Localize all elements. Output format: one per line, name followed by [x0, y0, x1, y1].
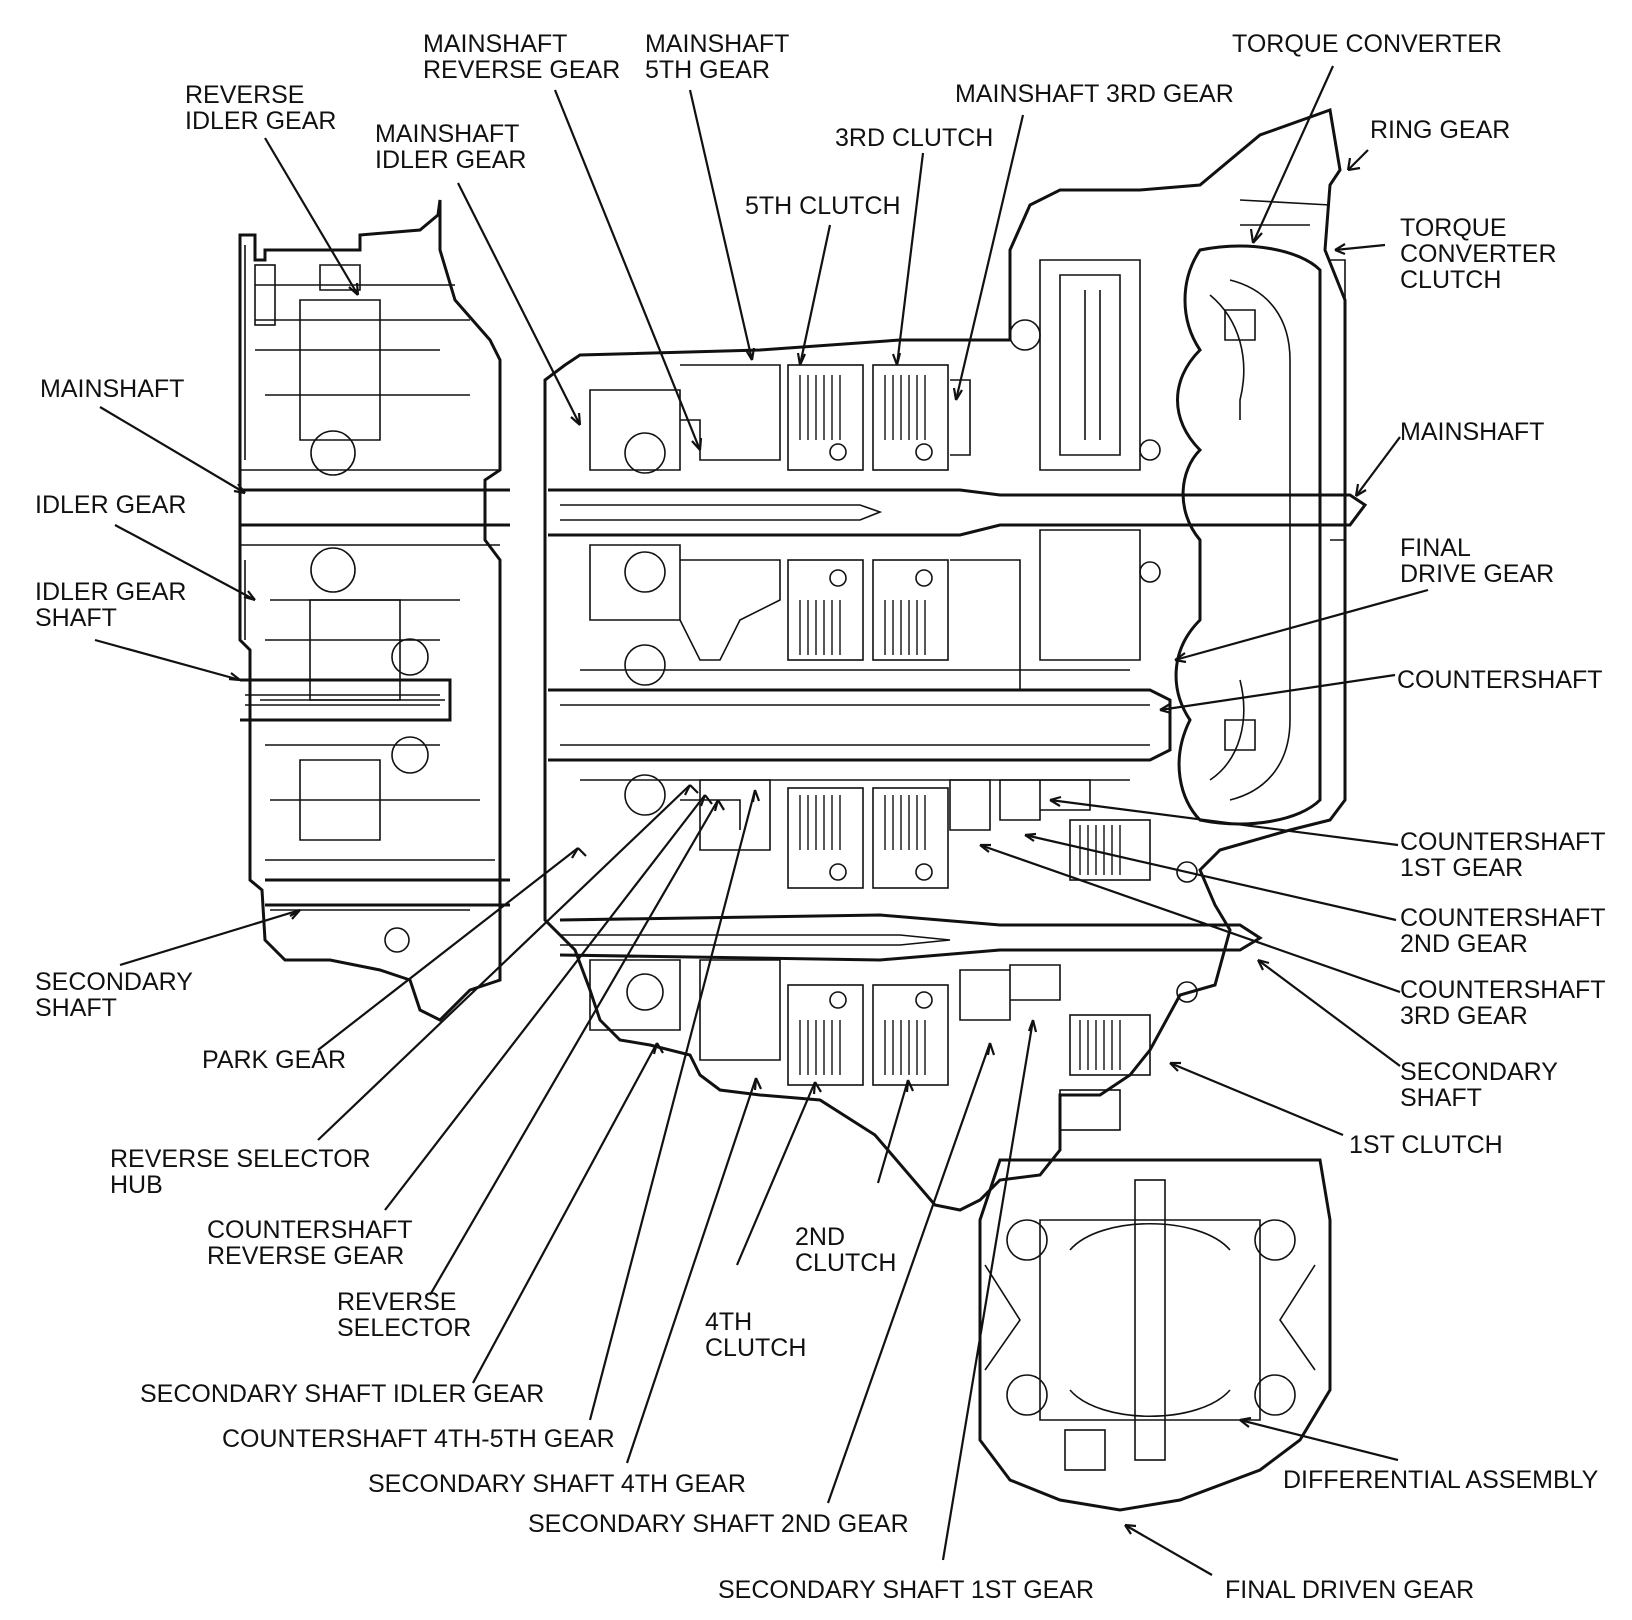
- label-mainshaft-3rd-gear: MAINSHAFT 3RD GEAR: [955, 80, 1234, 108]
- lower-clutch-packs: [787, 787, 949, 1086]
- label-secondary-shaft-1st-gear: SECONDARY SHAFT 1ST GEAR: [718, 1576, 1094, 1604]
- label-secondary-shaft-2nd-gear: SECONDARY SHAFT 2ND GEAR: [528, 1510, 909, 1538]
- label-countershaft-3rd-gear-2: 3RD GEAR: [1400, 1002, 1528, 1030]
- label-mainshaft-5th-gear-2: 5TH GEAR: [645, 56, 770, 84]
- torque-converter: [1174, 244, 1322, 826]
- label-reverse-selector-1: REVERSE: [337, 1288, 456, 1316]
- label-reverse-idler-gear-2: IDLER GEAR: [185, 107, 336, 135]
- label-reverse-selector-2: SELECTOR: [337, 1314, 471, 1342]
- label-reverse-selector-hub-1: REVERSE SELECTOR: [110, 1145, 371, 1173]
- label-torque-converter-clutch-1: TORQUE: [1400, 214, 1507, 242]
- label-mainshaft-right: MAINSHAFT: [1400, 418, 1544, 446]
- label-torque-converter-clutch-2: CONVERTER: [1400, 240, 1557, 268]
- label-countershaft-1st-gear-1: COUNTERSHAFT: [1400, 828, 1606, 856]
- transmission-drawing: [238, 107, 1368, 1512]
- label-final-driven-gear: FINAL DRIVEN GEAR: [1225, 1576, 1474, 1604]
- callout-labels: TORQUE CONVERTER RING GEAR TORQUE CONVER…: [35, 30, 1606, 1604]
- label-countershaft: COUNTERSHAFT: [1397, 666, 1603, 694]
- label-mainshaft-reverse-gear-2: REVERSE GEAR: [423, 56, 620, 84]
- label-secondary-shaft-4th-gear: SECONDARY SHAFT 4TH GEAR: [368, 1470, 746, 1498]
- label-countershaft-3rd-gear-1: COUNTERSHAFT: [1400, 976, 1606, 1004]
- label-2nd-clutch-2: CLUTCH: [795, 1249, 896, 1277]
- label-countershaft-reverse-gear-1: COUNTERSHAFT: [207, 1216, 413, 1244]
- label-4th-clutch-2: CLUTCH: [705, 1334, 806, 1362]
- label-countershaft-2nd-gear-1: COUNTERSHAFT: [1400, 904, 1606, 932]
- label-ring-gear: RING GEAR: [1370, 116, 1510, 144]
- label-countershaft-reverse-gear-2: REVERSE GEAR: [207, 1242, 404, 1270]
- idler-gear-shaft: [240, 678, 452, 722]
- label-secondary-shaft-right-2: SHAFT: [1400, 1084, 1482, 1112]
- label-countershaft-4th-5th-gear: COUNTERSHAFT 4TH-5TH GEAR: [222, 1425, 615, 1453]
- label-differential-assembly: DIFFERENTIAL ASSEMBLY: [1283, 1466, 1599, 1494]
- label-4th-clutch-1: 4TH: [705, 1308, 752, 1336]
- label-park-gear: PARK GEAR: [202, 1046, 346, 1074]
- label-secondary-shaft-idler-gear: SECONDARY SHAFT IDLER GEAR: [140, 1380, 544, 1408]
- label-mainshaft-reverse-gear-1: MAINSHAFT: [423, 30, 567, 58]
- leader-lines: [94, 65, 1429, 1576]
- label-countershaft-2nd-gear-2: 2ND GEAR: [1400, 930, 1528, 958]
- upper-clutch-packs: [787, 364, 949, 661]
- differential-drawing: [978, 1089, 1332, 1512]
- label-3rd-clutch: 3RD CLUTCH: [835, 124, 993, 152]
- label-torque-converter: TORQUE CONVERTER: [1232, 30, 1502, 58]
- label-mainshaft-left: MAINSHAFT: [40, 375, 184, 403]
- label-reverse-selector-hub-2: HUB: [110, 1171, 163, 1199]
- main-case: [543, 107, 1347, 1212]
- label-5th-clutch: 5TH CLUTCH: [745, 192, 901, 220]
- label-final-drive-gear-1: FINAL: [1400, 534, 1471, 562]
- label-mainshaft-idler-gear-2: IDLER GEAR: [375, 146, 526, 174]
- label-torque-converter-clutch-3: CLUTCH: [1400, 266, 1501, 294]
- label-countershaft-1st-gear-2: 1ST GEAR: [1400, 854, 1523, 882]
- first-clutch-pack: [1069, 819, 1151, 1076]
- label-secondary-shaft-left-1: SECONDARY: [35, 968, 193, 996]
- label-reverse-idler-gear-1: REVERSE: [185, 81, 304, 109]
- label-idler-gear: IDLER GEAR: [35, 491, 186, 519]
- label-mainshaft-idler-gear-1: MAINSHAFT: [375, 120, 519, 148]
- idler-housing: [238, 199, 502, 1022]
- mainshaft: [240, 488, 1368, 537]
- label-2nd-clutch-1: 2ND: [795, 1223, 845, 1251]
- label-final-drive-gear-2: DRIVE GEAR: [1400, 560, 1554, 588]
- label-idler-gear-shaft-1: IDLER GEAR: [35, 578, 186, 606]
- label-1st-clutch: 1ST CLUTCH: [1349, 1131, 1503, 1159]
- secondary-shaft: [265, 878, 1263, 962]
- countershaft: [548, 688, 1172, 762]
- label-mainshaft-5th-gear-1: MAINSHAFT: [645, 30, 789, 58]
- label-idler-gear-shaft-2: SHAFT: [35, 604, 117, 632]
- label-secondary-shaft-right-1: SECONDARY: [1400, 1058, 1558, 1086]
- label-secondary-shaft-left-2: SHAFT: [35, 994, 117, 1022]
